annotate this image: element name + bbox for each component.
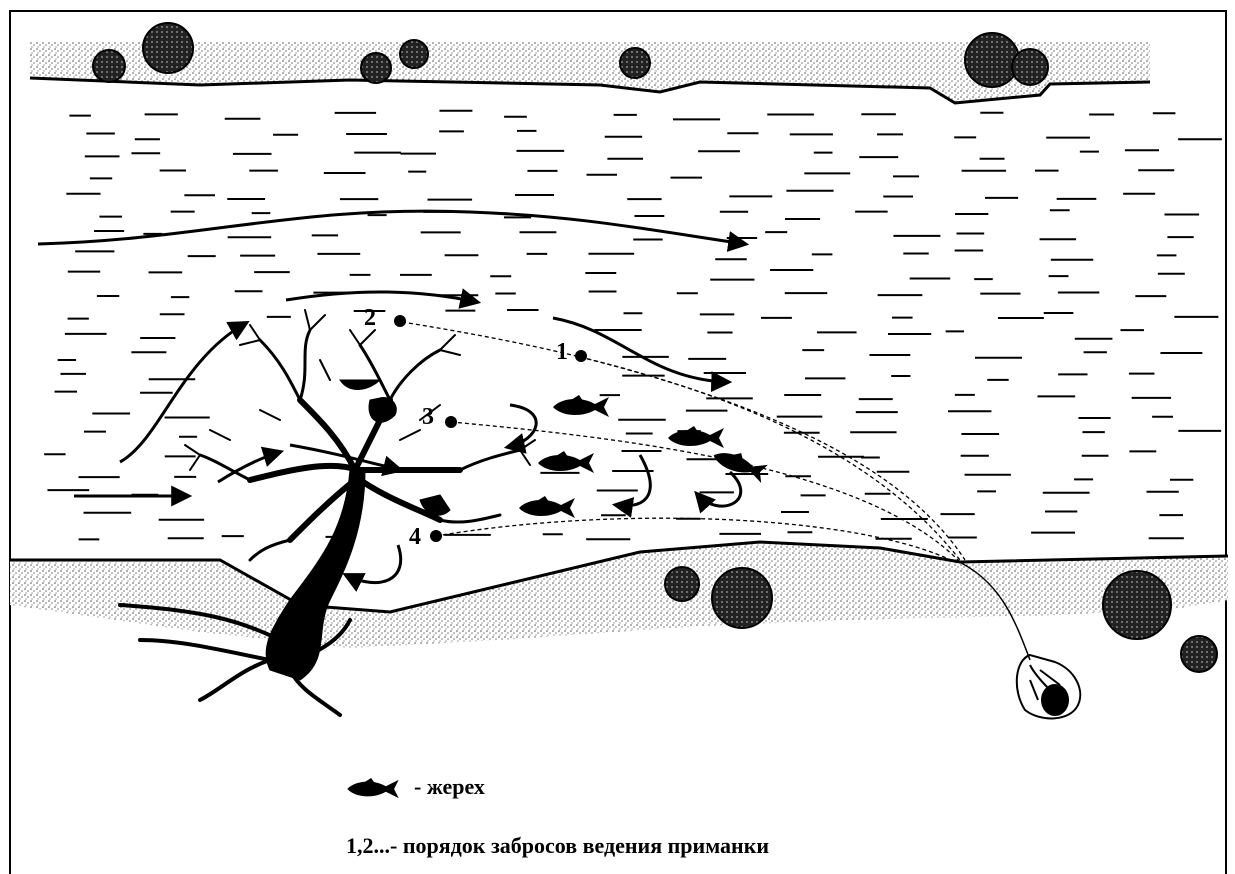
fish-icon [710,445,768,483]
cast-order-legend-text: 1,2...- порядок забросов ведения приманк… [346,833,769,859]
cast-point-2 [394,315,406,327]
cast-label-4: 4 [409,524,421,551]
water-dashes [44,111,1222,540]
fish-icon [668,426,724,448]
cast-point-1 [575,350,587,362]
legend-fish-icon [347,778,398,798]
cast-label-3: 3 [422,404,434,431]
cast-point-3 [445,416,457,428]
tree-icon [120,310,535,715]
bush-icon [143,23,193,73]
bush-icon [665,567,699,601]
fish-icon [519,496,575,518]
bush-icon [1012,49,1048,85]
bush-icon [965,33,1019,87]
fish-icon [538,451,594,473]
bush-icon [400,40,428,68]
cast-point-4 [430,530,442,542]
bush-icon [712,568,772,628]
fish-icon [553,395,609,417]
cast-label-2: 2 [364,305,376,332]
bush-icon [93,50,125,82]
bush-icon [1181,636,1217,672]
angler-icon [1017,655,1080,718]
bush-icon [620,48,650,78]
fish-legend-text: - жерех [414,774,485,800]
cast-label-1: 1 [556,339,568,366]
bush-icon [1103,571,1171,639]
bush-icon [361,53,391,83]
